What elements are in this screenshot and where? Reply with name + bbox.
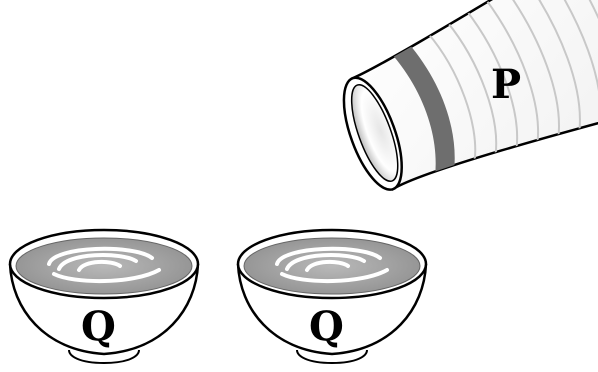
bowl-right xyxy=(236,228,428,365)
bowl-left-ripples xyxy=(47,246,161,284)
bowl-right-ripples xyxy=(275,246,389,284)
bowl-right-liquid xyxy=(243,237,421,295)
cup-ribs xyxy=(426,0,598,162)
bowl-left xyxy=(8,228,200,365)
cup-p xyxy=(342,0,598,191)
cup-label: P xyxy=(491,61,521,108)
bowl-left-liquid xyxy=(15,237,193,295)
bowl-right-label: Q xyxy=(309,303,344,350)
bowl-right-foot xyxy=(296,349,368,365)
cup-band xyxy=(389,42,455,176)
bowl-left-label: Q xyxy=(81,303,116,350)
cup-opening xyxy=(350,84,399,182)
bowl-left-foot xyxy=(68,349,140,365)
